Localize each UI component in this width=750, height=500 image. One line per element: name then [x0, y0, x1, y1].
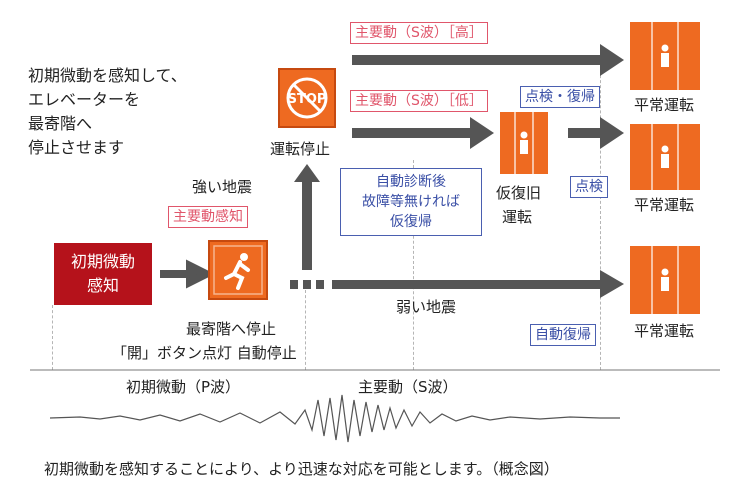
stop-sign-icon: STOP [286, 77, 328, 119]
weak-quake-label: 弱い地震 [396, 298, 457, 316]
caption: 初期微動を感知することにより、より迅速な対応を可能とします。（概念図） [44, 460, 559, 478]
intro-line: 初期微動を感知して、 [28, 66, 187, 85]
intro-line: 最寄階へ [28, 114, 93, 133]
normal-op-label: 平常運転 [634, 322, 695, 340]
normal-elevator-icon [630, 124, 700, 190]
operation-stop-label: 運転停止 [270, 140, 331, 158]
floor-stop-label: 最寄階へ停止 [186, 320, 277, 338]
intro-text: 初期微動を感知して、 エレベーターを 最寄階へ 停止させます [28, 64, 187, 160]
temp-restore-line1: 仮復旧 [496, 184, 542, 202]
p-wave-box-line: 初期微動 [70, 252, 135, 271]
self-diagnosis-box: 自動診断後 故障等無ければ 仮復帰 [340, 168, 482, 236]
s-wave-label: 主要動（S波） [358, 378, 458, 396]
s-wave-low-label: 主要動（S波）［低］ [350, 90, 488, 112]
open-button-label: 「開」ボタン点灯 自動停止 [112, 344, 297, 362]
normal-elevator-icon [630, 246, 700, 314]
seismic-waveform [49, 394, 620, 443]
arrow-to-floor-stop [160, 259, 215, 289]
self-diagnosis-line: 仮復帰 [390, 214, 432, 230]
arrow-temp-to-normal [568, 128, 604, 138]
stop-icon-box: STOP [278, 68, 336, 128]
elevator-exit-icon [208, 240, 268, 300]
arrow-up-shaft [302, 180, 312, 270]
intro-line: 停止させます [28, 138, 125, 157]
normal-op-label: 平常運転 [634, 96, 695, 114]
inspect-restore-label: 点検・復帰 [520, 86, 600, 108]
normal-elevator-icon [630, 22, 700, 90]
main-motion-detect-label: 主要動感知 [168, 206, 248, 228]
svg-text:STOP: STOP [288, 92, 327, 107]
p-wave-box-line: 感知 [86, 276, 119, 295]
arrow-weak-quake [332, 280, 604, 289]
running-person-icon [213, 245, 263, 295]
auto-restore-label: 自動復帰 [530, 324, 596, 346]
arrow-s-high [352, 55, 604, 65]
arrow-up-head [294, 164, 320, 182]
strong-quake-label: 強い地震 [192, 178, 253, 196]
inspect-label: 点検 [570, 176, 608, 198]
self-diagnosis-line: 自動診断後 [376, 174, 446, 190]
temp-restore-elevator-icon [500, 112, 548, 174]
p-wave-label: 初期微動（P波） [126, 378, 241, 396]
temp-restore-line2: 運転 [502, 208, 533, 226]
arrow-s-low [352, 128, 472, 138]
self-diagnosis-line: 故障等無ければ [362, 194, 460, 210]
intro-line: エレベーターを [28, 90, 141, 109]
normal-op-label: 平常運転 [634, 196, 695, 214]
s-wave-high-label: 主要動（S波）［高］ [350, 22, 488, 44]
p-wave-detect-box: 初期微動 感知 [54, 243, 152, 305]
